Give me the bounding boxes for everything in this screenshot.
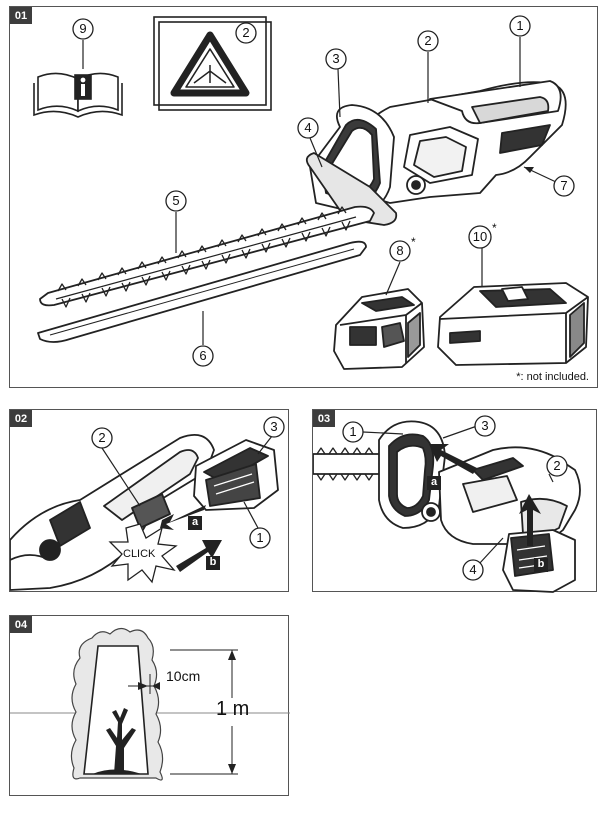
callout-label-5: 5 xyxy=(172,193,180,208)
hedge-shape-illustration xyxy=(10,627,290,781)
manual-book-icon xyxy=(33,72,123,118)
callout-label-10: 10 xyxy=(472,229,488,244)
callout-label-9: 8 xyxy=(396,243,404,258)
click-text: CLICK xyxy=(123,548,156,560)
not-included-star-10: * xyxy=(492,221,497,235)
callout-label-6: 6 xyxy=(199,348,207,363)
callout-label-2: 2 xyxy=(553,458,561,473)
step-a-box xyxy=(427,476,441,490)
step-b-label: b xyxy=(209,556,217,568)
panel-03-switch-on: 03 xyxy=(312,409,597,593)
panel-tag: 04 xyxy=(10,616,32,633)
arrow-a xyxy=(429,444,477,474)
click-burst xyxy=(108,523,178,584)
arrow-b xyxy=(519,494,541,546)
panel-02-insert-battery: 02 2 3 1 CLICK a b xyxy=(9,409,289,592)
arrow-a xyxy=(160,505,206,530)
panel-tag: 03 xyxy=(313,410,335,427)
panel-01-overview: 01 xyxy=(9,6,598,388)
insert-battery-illustration xyxy=(10,416,285,591)
hedge-trimmer-illustration xyxy=(37,80,589,370)
warning-triangle-icon xyxy=(153,16,272,111)
callout-label-1: 1 xyxy=(516,18,524,33)
callout-label-2: 2 xyxy=(98,430,106,445)
callout-label-3: 3 xyxy=(270,419,278,434)
callout-label-4: 4 xyxy=(469,562,477,577)
overview-illustration xyxy=(33,16,589,370)
step-b-label: b xyxy=(537,558,545,570)
arrow-b xyxy=(176,540,222,572)
panel-tag: 01 xyxy=(10,7,32,24)
measure-width-label: 10cm xyxy=(166,668,201,684)
callout-label-2-sign: 2 xyxy=(242,25,250,40)
callout-label-1: 1 xyxy=(256,530,264,545)
panel-tag: 02 xyxy=(10,410,32,427)
not-included-star-9: * xyxy=(411,235,416,249)
tree-silhouette xyxy=(106,708,136,774)
panel-04-hedge-shape: 04 10cm 1 m xyxy=(9,615,290,796)
step-b-box xyxy=(206,556,220,570)
callout-label-3: 3 xyxy=(332,51,340,66)
step-a-box xyxy=(188,516,202,530)
callout-label-4: 4 xyxy=(304,120,312,135)
callout-label-3: 3 xyxy=(481,418,489,433)
callout-label-8: 9 xyxy=(79,21,87,36)
step-a-label: a xyxy=(430,476,438,488)
step-a-label: a xyxy=(191,516,199,528)
callout-label-7: 7 xyxy=(560,178,568,193)
step-b-box xyxy=(534,558,548,572)
footnote: *: not included. xyxy=(516,371,589,383)
callout-label-2: 2 xyxy=(424,33,432,48)
switch-on-illustration xyxy=(313,415,581,593)
measure-height-label: 1 m xyxy=(216,698,250,720)
callout-label-1: 1 xyxy=(349,424,357,439)
